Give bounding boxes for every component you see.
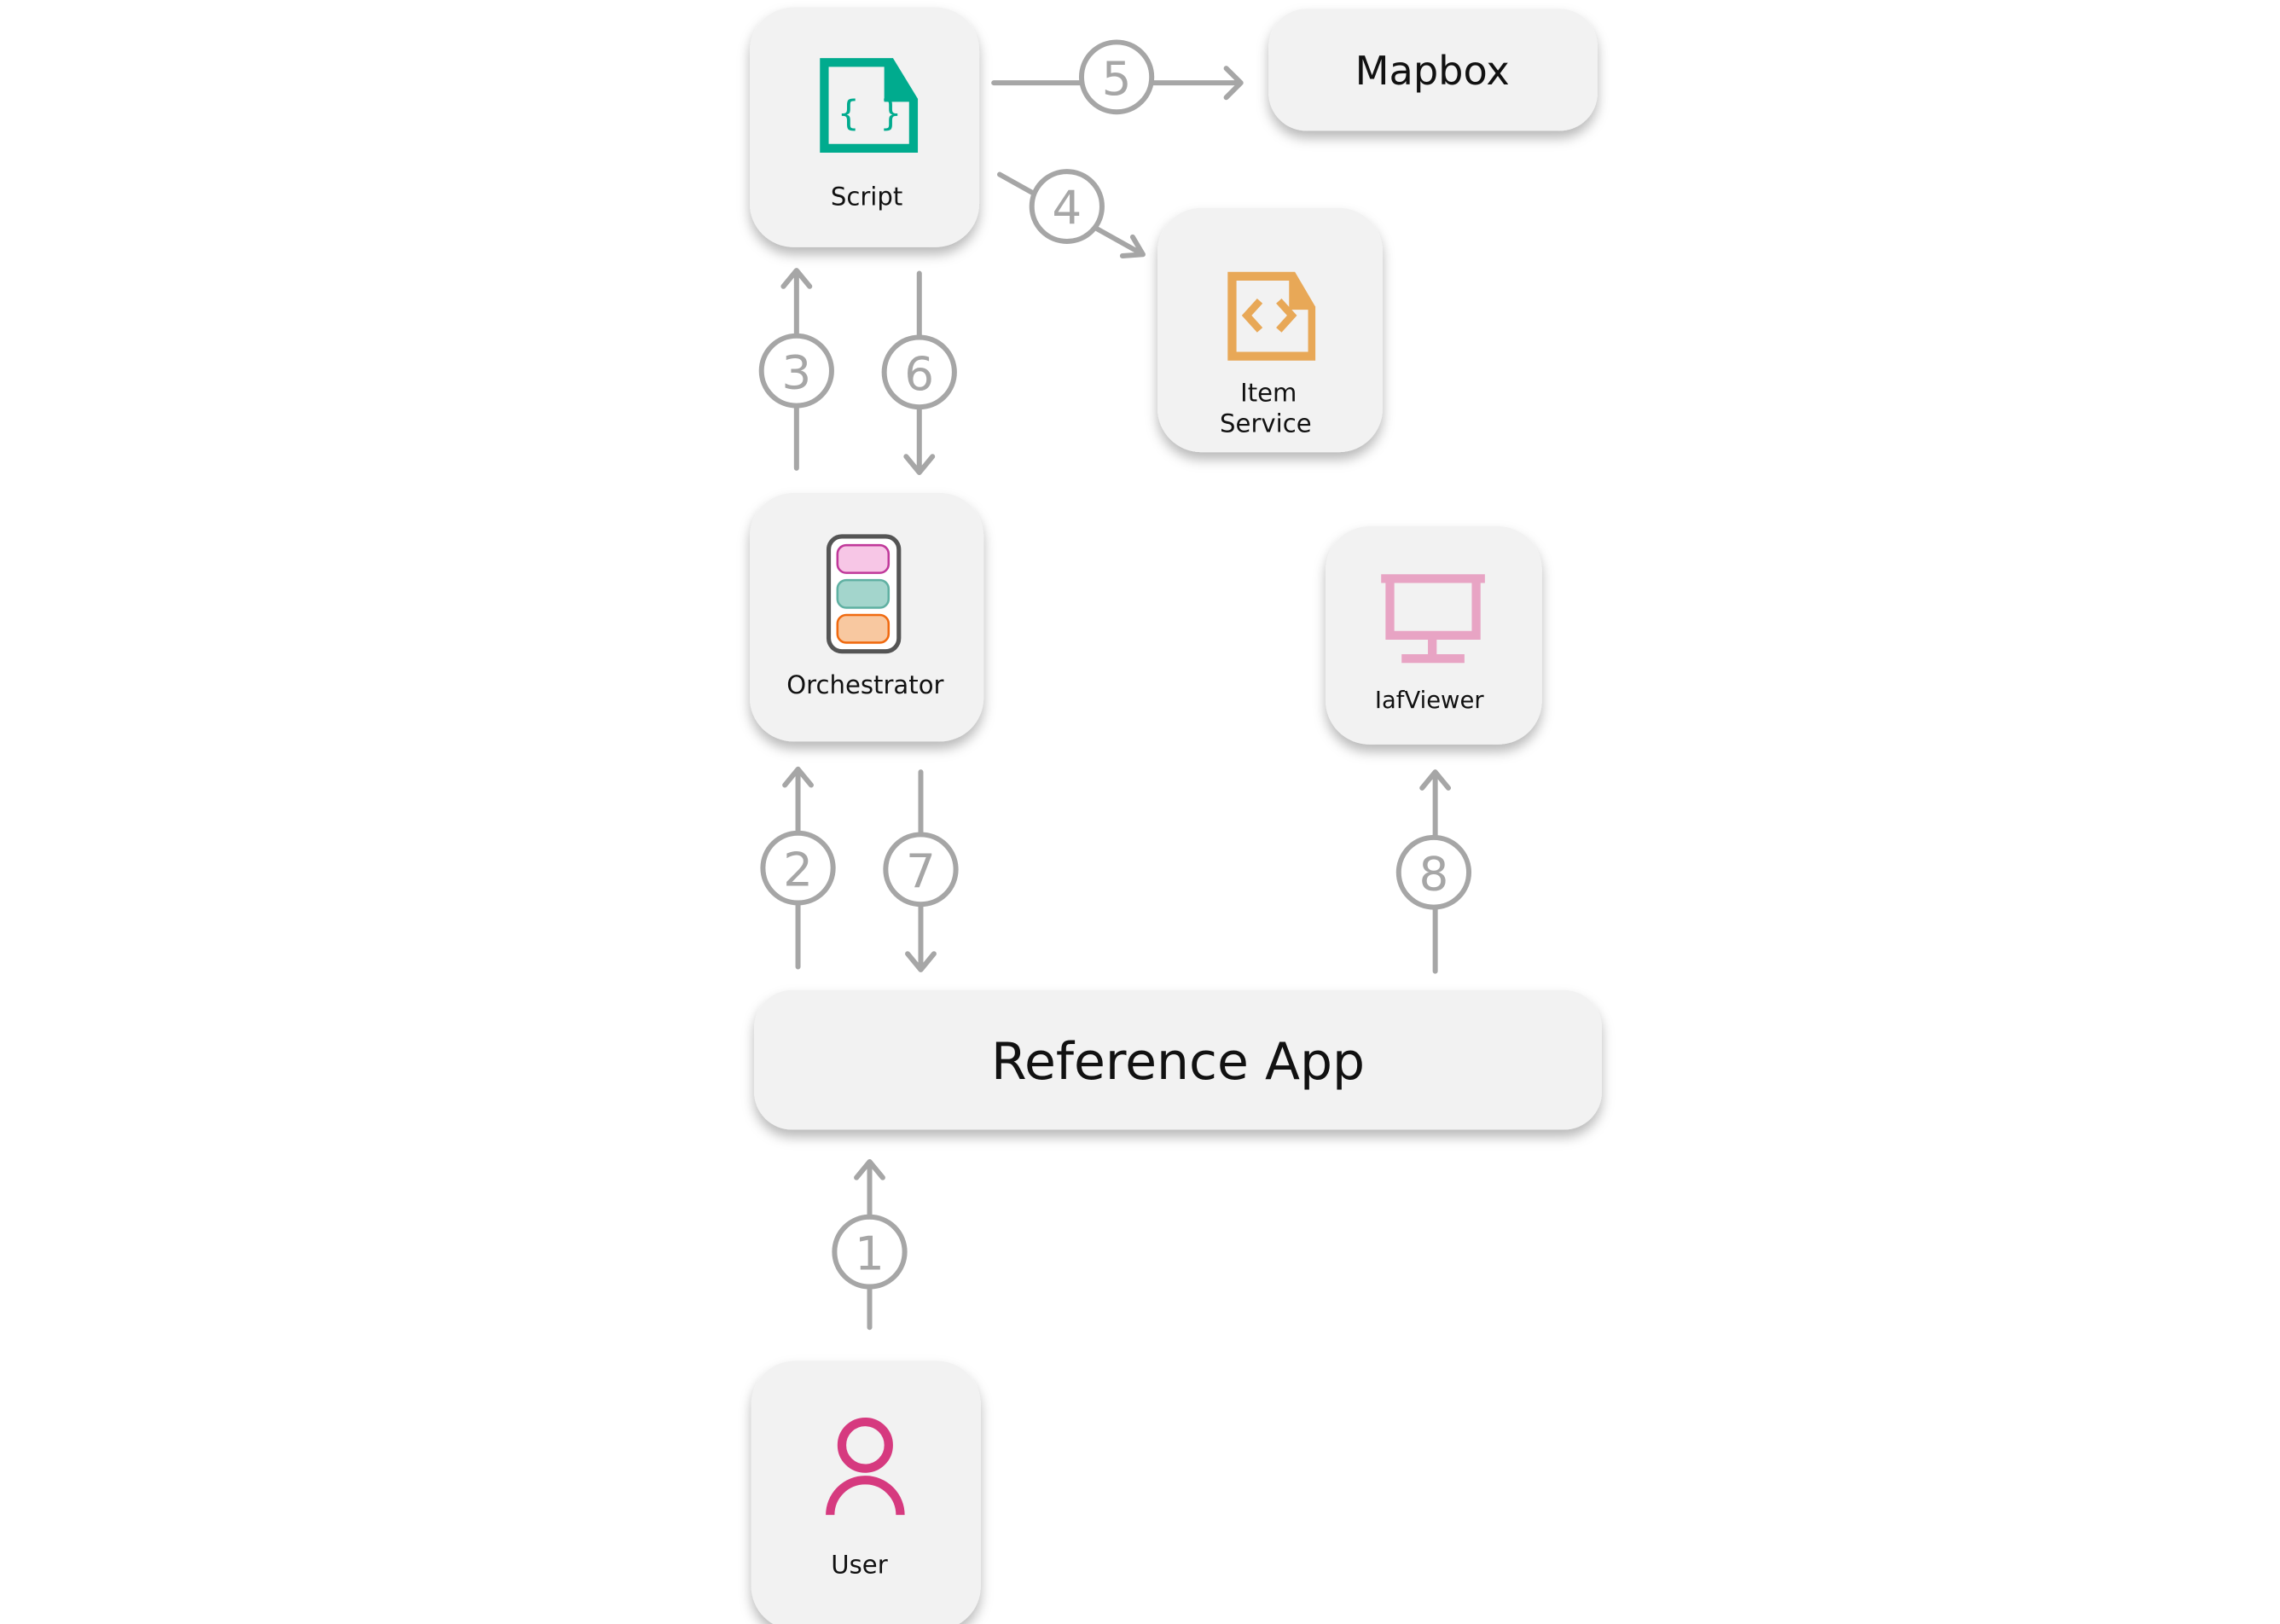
- presentation-screen-icon: [1381, 574, 1485, 664]
- script-file-icon: { }: [820, 58, 919, 153]
- orchestrator-node[interactable]: Orchestrator: [750, 492, 984, 742]
- user-icon: [826, 1417, 905, 1516]
- step-1-arrow: 1: [832, 1158, 908, 1331]
- step-5-arrow: 5: [991, 39, 1244, 115]
- svg-text:7: 7: [906, 844, 936, 898]
- script-node[interactable]: { } Script: [750, 7, 980, 247]
- svg-text:8: 8: [1418, 847, 1448, 902]
- svg-text:4: 4: [1052, 181, 1082, 235]
- orchestrator-stack-icon: [826, 534, 902, 654]
- svg-text:6: 6: [904, 346, 934, 401]
- svg-text:1: 1: [855, 1226, 885, 1280]
- step-3-arrow: 3: [758, 268, 834, 471]
- step-8-arrow: 8: [1395, 769, 1472, 974]
- step-4-arrow: 4: [997, 169, 1146, 258]
- step-7-arrow: 7: [883, 769, 959, 972]
- script-label: Script: [831, 182, 902, 211]
- step-2-arrow: 2: [760, 766, 836, 970]
- svg-text:3: 3: [781, 345, 811, 399]
- iafviewer-label: IafViewer: [1375, 687, 1484, 714]
- iafviewer-node[interactable]: IafViewer: [1326, 526, 1542, 745]
- orchestrator-label: Orchestrator: [786, 670, 943, 699]
- step-6-arrow: 6: [881, 270, 957, 475]
- svg-text:5: 5: [1102, 51, 1132, 106]
- code-file-icon: [1227, 271, 1316, 361]
- user-label: User: [831, 1550, 887, 1579]
- user-node[interactable]: User: [751, 1360, 981, 1624]
- reference-app-node[interactable]: Reference App: [754, 989, 1602, 1130]
- item-service-label-line1: Item: [1240, 379, 1297, 408]
- item-service-label-line2: Service: [1220, 409, 1312, 438]
- svg-text:{ }: { }: [838, 93, 901, 134]
- mapbox-node[interactable]: Mapbox: [1268, 9, 1598, 131]
- svg-text:2: 2: [783, 842, 813, 896]
- mapbox-label: Mapbox: [1355, 48, 1510, 94]
- item-service-node[interactable]: Item Service: [1157, 207, 1383, 453]
- reference-app-label: Reference App: [991, 1032, 1365, 1092]
